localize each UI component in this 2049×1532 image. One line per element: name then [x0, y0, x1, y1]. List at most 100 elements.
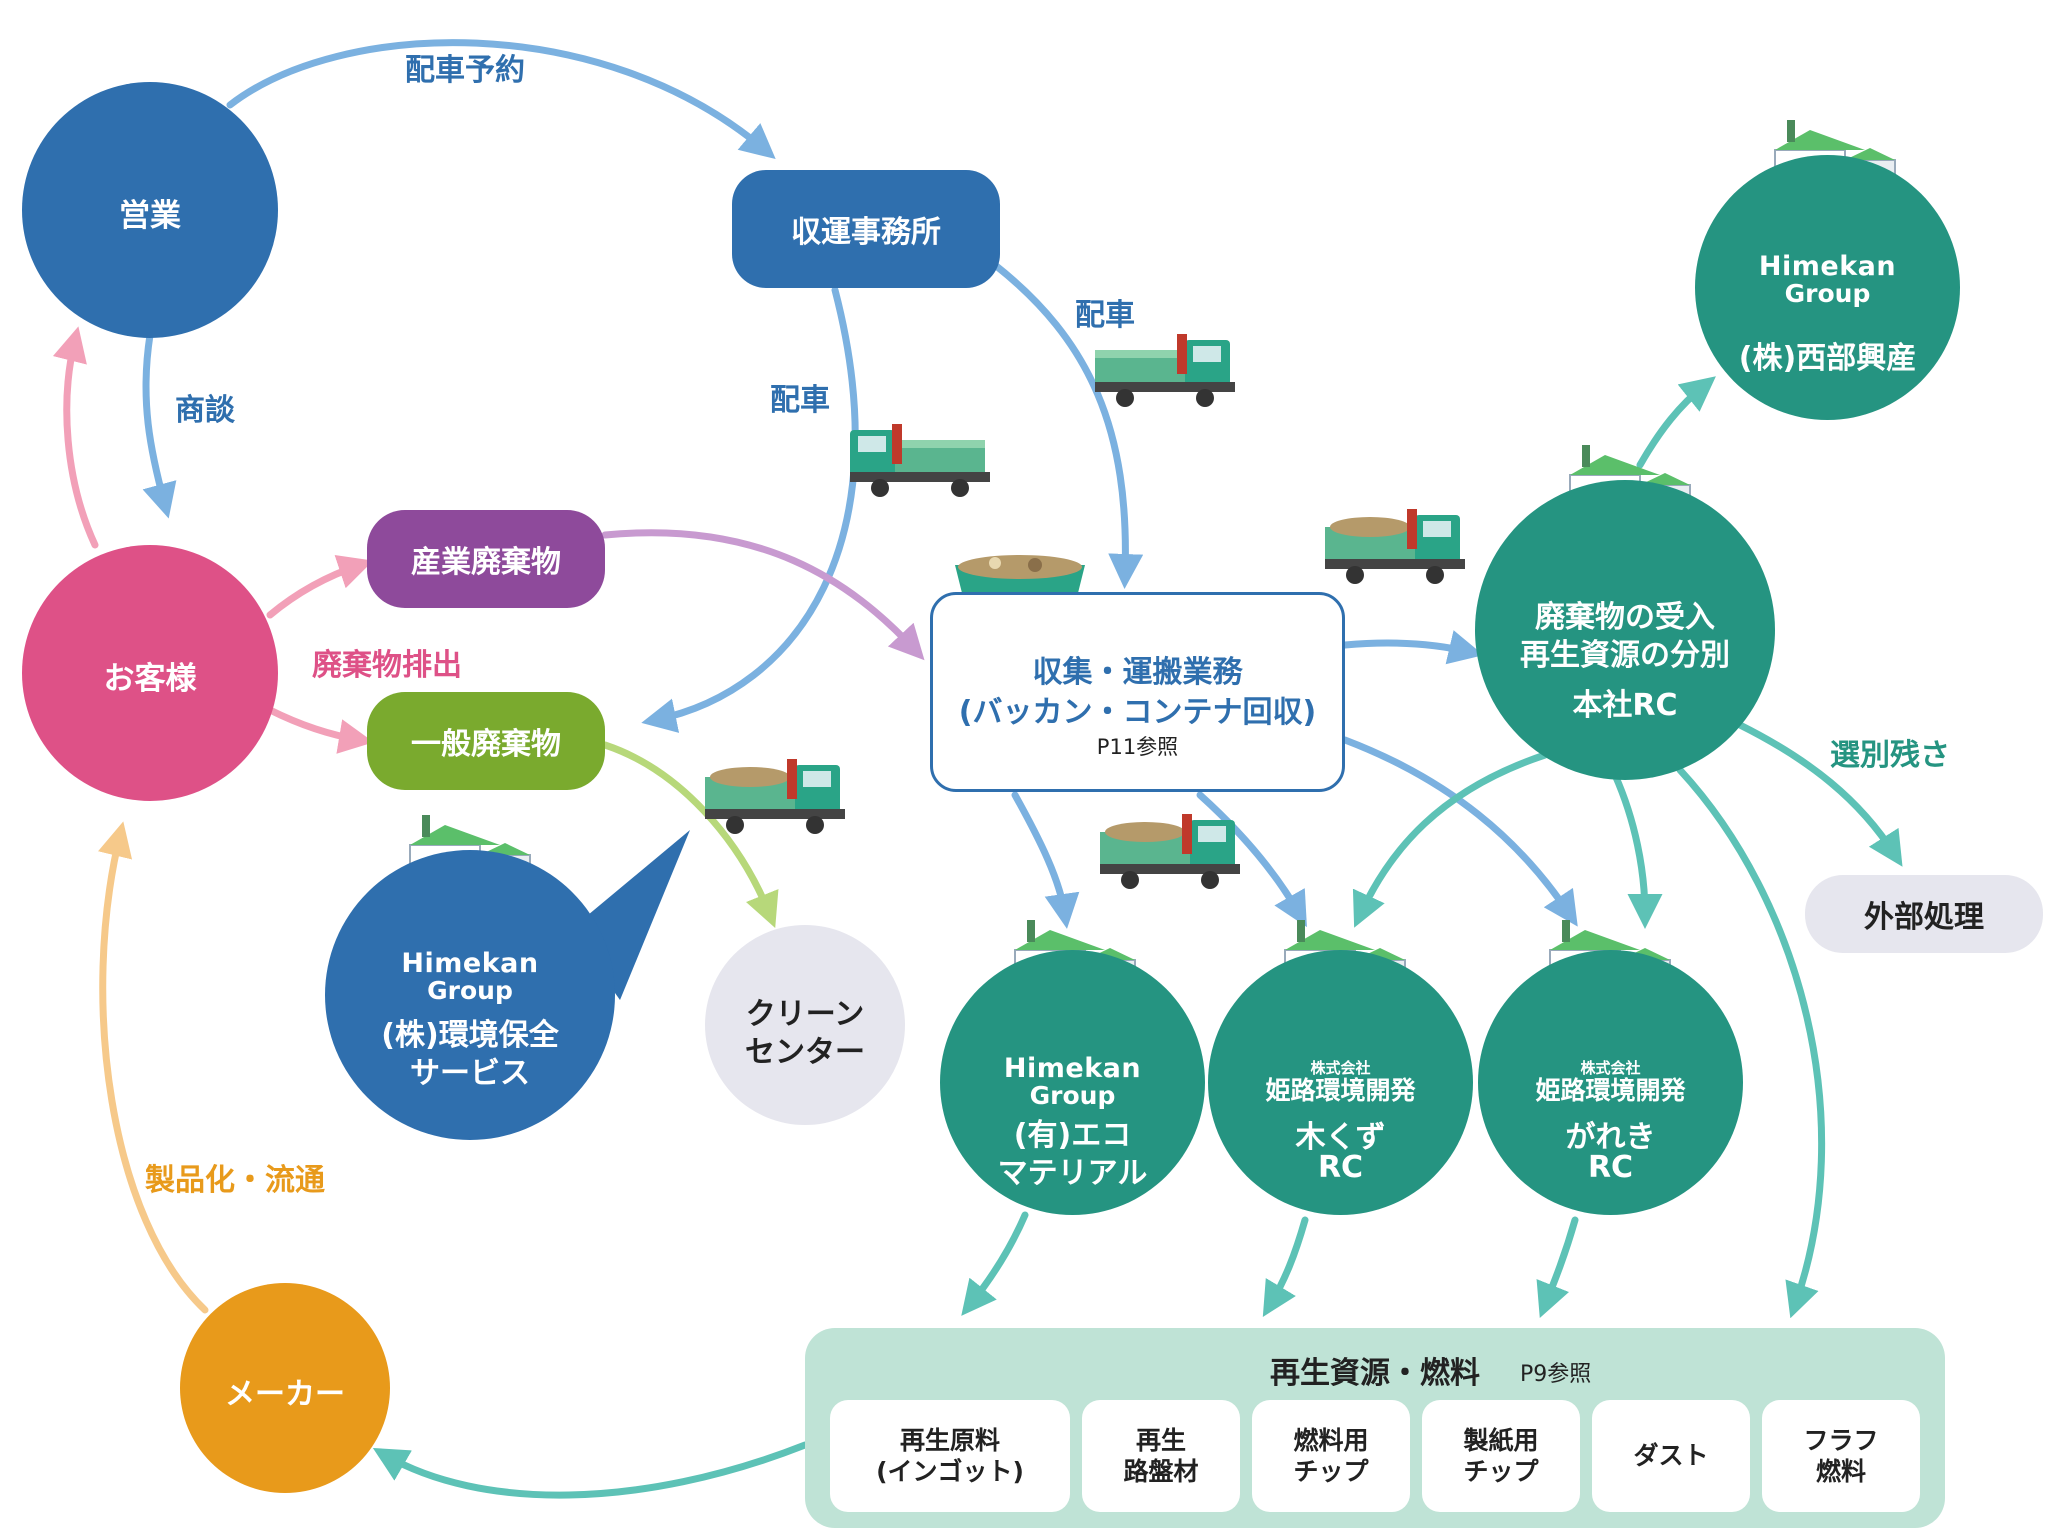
arrow-honsha-to-resources	[1676, 766, 1826, 1319]
node-maker: メーカー	[180, 1283, 390, 1493]
node-eco-material: Himekan Group (有)エコ マテリアル	[940, 950, 1205, 1215]
node-honsha-rc-line1: 廃棄物の受入	[1535, 600, 1715, 635]
arrow-mokuzu-to-resources	[1262, 1216, 1309, 1318]
node-seibu-kousan-label: (株)西部興産	[1738, 341, 1917, 376]
himekan-logo-line2: Group	[427, 976, 513, 1005]
node-kankyo-hozen: Himekan Group (株)環境保全 サービス	[325, 850, 615, 1140]
himekan-group-logo: Himekan Group	[940, 1055, 1205, 1108]
arrow-eigyo-to-office	[226, 39, 776, 160]
truck-with-waste-icon	[705, 759, 845, 834]
resource-item-line1: 再生	[1135, 1425, 1186, 1455]
resource-item-line1: 再生原料	[899, 1425, 1000, 1455]
node-seibu-kousan: Himekan Group (株)西部興産	[1695, 155, 1960, 420]
node-customer: お客様	[22, 545, 278, 801]
resource-item: 再生 路盤材	[1082, 1400, 1240, 1512]
arrow-office-to-collection	[991, 261, 1144, 589]
label-haisha-right: 配車	[1075, 298, 1135, 333]
node-gareki-rc-line2: RC	[1587, 1150, 1634, 1185]
arrow-collection-to-honsha	[1341, 630, 1484, 665]
node-clean-center-line1: クリーン	[745, 997, 865, 1032]
node-clean-center-line2: センター	[745, 1035, 865, 1070]
label-seihinka-ryutsu: 製品化・流通	[145, 1163, 325, 1198]
resource-item-line2: チップ	[1463, 1457, 1539, 1486]
node-mokuzu-rc-line2: RC	[1317, 1150, 1364, 1185]
himekan-group-logo: Himekan Group	[1695, 253, 1960, 306]
arrow-collection-to-gareki	[1341, 736, 1578, 927]
node-eco-material-line2: マテリアル	[997, 1156, 1148, 1191]
arrow-collection-to-mokuzu	[1196, 791, 1307, 928]
himekan-logo-line2: Group	[1784, 279, 1871, 308]
node-eco-material-line1: (有)エコ	[1013, 1118, 1132, 1153]
label-shoudan: 商談	[175, 393, 235, 428]
node-maker-label: メーカー	[225, 1377, 345, 1412]
himekan-logo-line1: Himekan	[401, 948, 539, 979]
arrow-office-to-ippan	[641, 286, 859, 733]
arrow-eco-to-resources	[961, 1211, 1029, 1316]
resource-item-line1: ダスト	[1633, 1441, 1709, 1471]
resource-item: 再生原料 (インゴット)	[830, 1400, 1070, 1512]
resource-item: 燃料用 チップ	[1252, 1400, 1410, 1512]
himeji-logo-big: 姫路環境開発	[1265, 1075, 1416, 1105]
himeji-kankyo-logo: 株式会社 姫路環境開発	[1208, 1060, 1473, 1104]
node-ippan-haikibutsu: 一般廃棄物	[367, 692, 605, 790]
label-haisha-yoyaku: 配車予約	[405, 53, 525, 88]
node-eigyo: 営業	[22, 82, 278, 338]
truck-icon	[850, 424, 990, 497]
himekan-group-logo: Himekan Group	[325, 950, 615, 1003]
arrow-honsha-to-mokuzu	[1352, 751, 1549, 928]
node-mokuzu-rc-line1: 木くず	[1295, 1120, 1386, 1155]
himeji-kankyo-logo: 株式会社 姫路環境開発	[1478, 1060, 1743, 1104]
node-kankyo-hozen-line1: (株)環境保全	[381, 1018, 559, 1053]
node-honsha-rc: 廃棄物の受入 再生資源の分別 本社RC	[1475, 480, 1775, 780]
node-gareki-rc-line1: がれき	[1565, 1120, 1656, 1155]
arrow-customer-to-eigyo	[52, 326, 99, 549]
himekan-logo-line1: Himekan	[1003, 1053, 1142, 1084]
resource-item: フラフ 燃料	[1762, 1400, 1920, 1512]
node-honsha-rc-line2: 再生資源の分別	[1520, 638, 1730, 673]
resources-ref: P9参照	[1520, 1362, 1592, 1387]
himeji-logo-small: 株式会社	[1310, 1059, 1371, 1077]
node-mokuzu-rc: 株式会社 姫路環境開発 木くず RC	[1208, 950, 1473, 1215]
arrow-ippan-to-cleancenter	[601, 741, 779, 928]
label-haikibutsu-haishutsu: 廃棄物排出	[312, 648, 462, 683]
node-customer-label: お客様	[103, 661, 197, 697]
label-haisha-left: 配車	[770, 383, 830, 418]
resources-title: 再生資源・燃料	[1270, 1356, 1480, 1391]
node-gareki-rc: 株式会社 姫路環境開発 がれき RC	[1478, 950, 1743, 1215]
arrow-customer-to-sangyo	[266, 555, 374, 619]
arrow-honsha-to-gareki	[1611, 771, 1663, 929]
arrow-gareki-to-resources	[1536, 1216, 1579, 1318]
resource-item-line2: (インゴット)	[876, 1457, 1024, 1486]
resource-item: 製紙用 チップ	[1422, 1400, 1580, 1512]
node-shuun-office: 収運事務所	[732, 170, 1000, 288]
node-kankyo-hozen-line2: サービス	[410, 1056, 530, 1091]
node-gaibu-shori: 外部処理	[1805, 875, 2043, 953]
arrow-maker-to-customer	[98, 821, 209, 1314]
arrow-sangyo-to-collection	[601, 529, 925, 661]
truck-with-waste-icon	[1325, 509, 1465, 584]
resources-panel: 再生資源・燃料 P9参照 再生原料 (インゴット) 再生 路盤材 燃料用 チップ…	[805, 1328, 1945, 1528]
node-collection-ref: P11参照	[1096, 735, 1179, 759]
node-collection: 収集・運搬業務 (バッカン・コンテナ回収) P11参照	[930, 592, 1345, 792]
resource-item-line2: 燃料	[1815, 1457, 1866, 1486]
arrow-honsha-to-gaibu	[1736, 721, 1903, 867]
node-eigyo-label: 営業	[119, 198, 181, 234]
truck-with-waste-icon	[1100, 814, 1240, 889]
node-sangyou-haikibutsu: 産業廃棄物	[367, 510, 605, 608]
resource-item-line1: フラフ	[1803, 1425, 1879, 1455]
himekan-logo-line1: Himekan	[1758, 251, 1897, 282]
arrow-eigyo-to-customer	[142, 331, 177, 519]
himeji-logo-big: 姫路環境開発	[1535, 1075, 1686, 1105]
resource-item-line2: 路盤材	[1123, 1457, 1199, 1486]
node-honsha-rc-line3: 本社RC	[1572, 688, 1678, 723]
truck-icon	[1095, 334, 1235, 407]
label-senbetsu-zansa: 選別残さ	[1830, 738, 1950, 773]
resource-item-line1: 製紙用	[1463, 1425, 1539, 1455]
node-clean-center: クリーン センター	[705, 925, 905, 1125]
arrow-resources-to-maker	[372, 1441, 809, 1499]
himekan-logo-line2: Group	[1029, 1081, 1116, 1110]
node-collection-line1: 収集・運搬業務	[1032, 655, 1243, 690]
himeji-logo-small: 株式会社	[1580, 1059, 1641, 1077]
resource-item: ダスト	[1592, 1400, 1750, 1512]
